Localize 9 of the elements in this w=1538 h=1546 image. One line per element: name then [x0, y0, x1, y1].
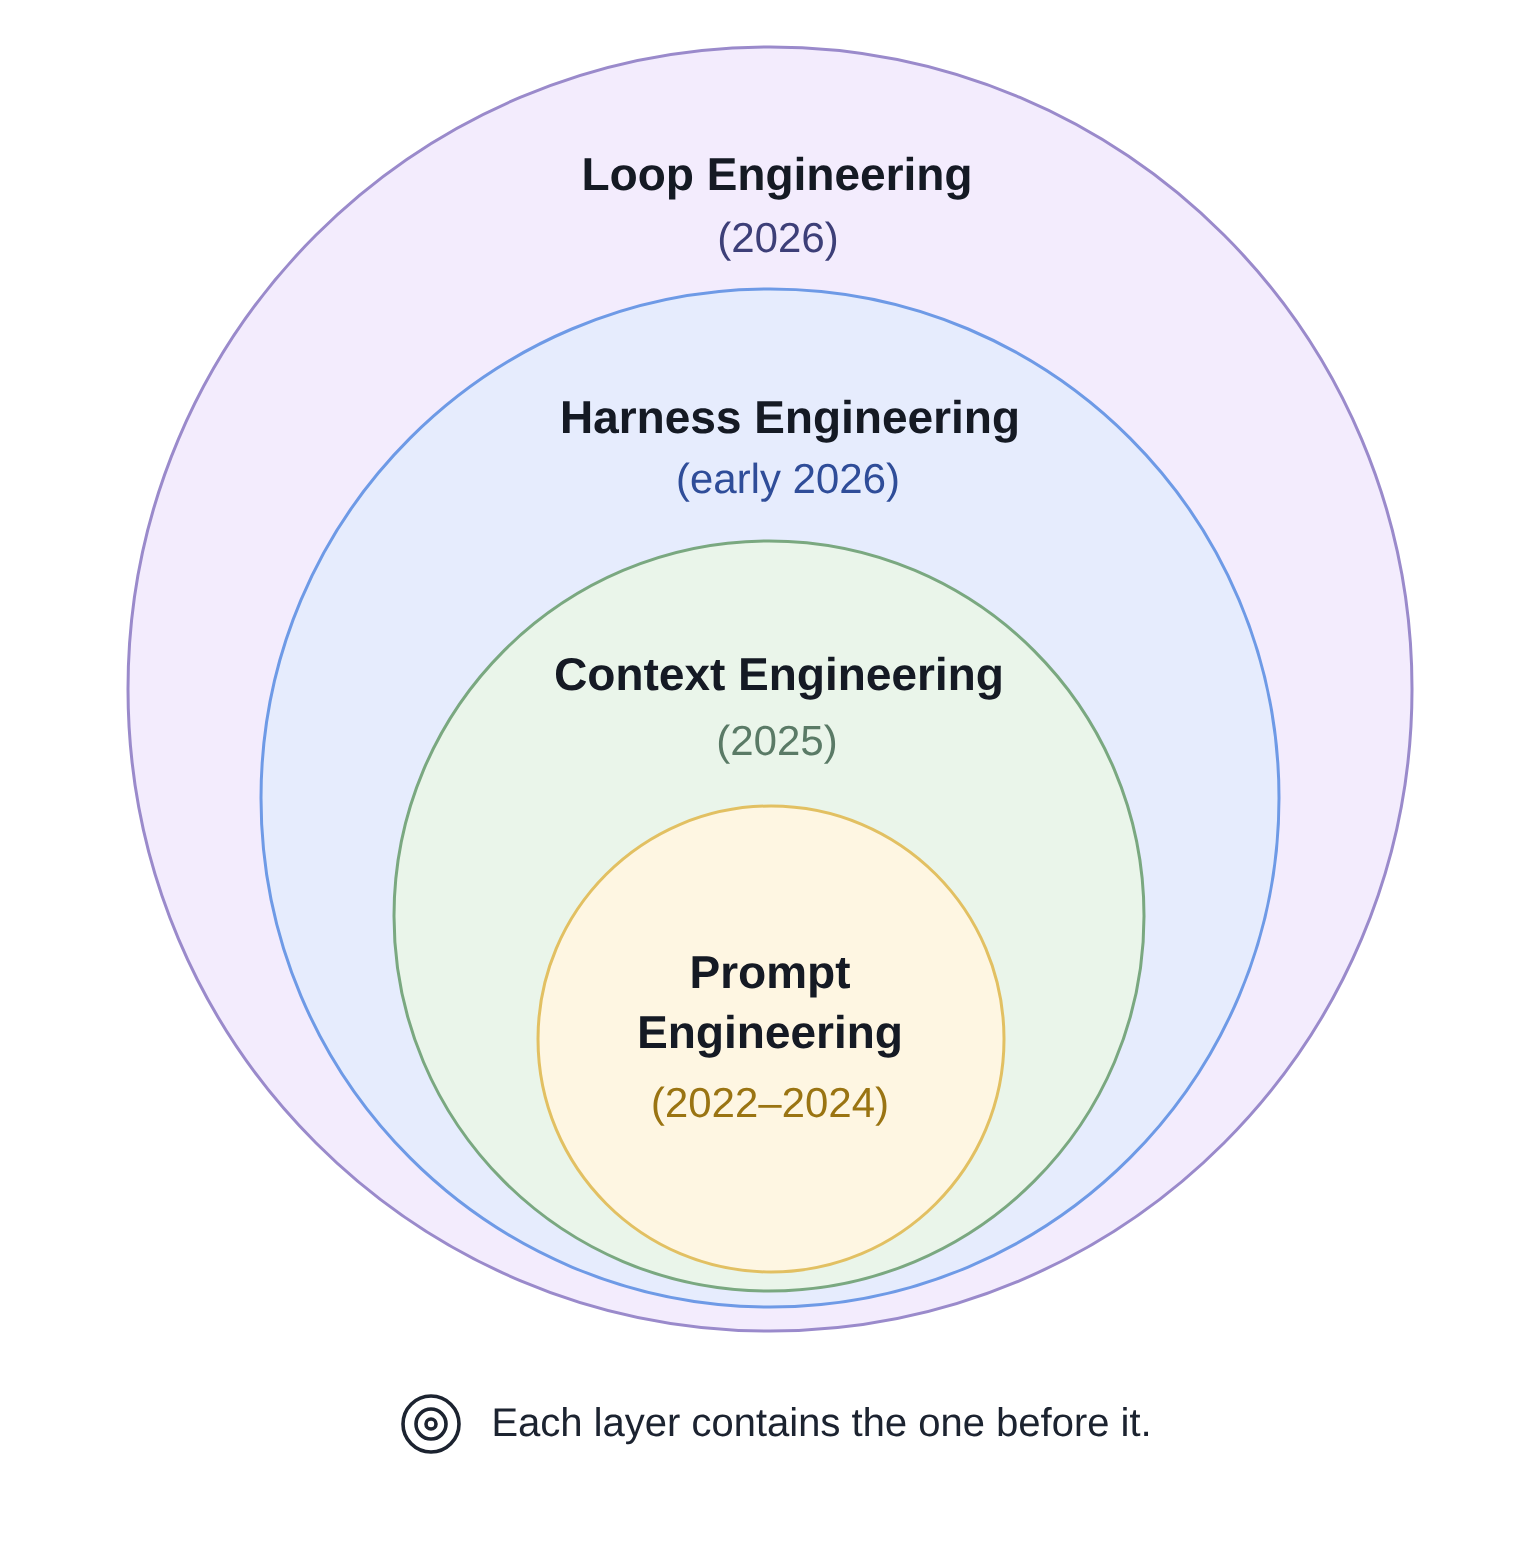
layer-title: Loop Engineering [584, 156, 970, 200]
note-text: Each layer contains the one before it. [494, 1407, 1149, 1445]
layer-title: Prompt Engineering [640, 956, 900, 1058]
year-label: (early 2026) [678, 462, 898, 502]
year-label: (2022–2024) [653, 1086, 887, 1126]
layer-title: Context Engineering [556, 656, 1001, 700]
layer-title: Harness Engineering [563, 399, 1017, 443]
year-label: (2026) [719, 221, 837, 261]
year-label: (2025) [718, 724, 836, 764]
